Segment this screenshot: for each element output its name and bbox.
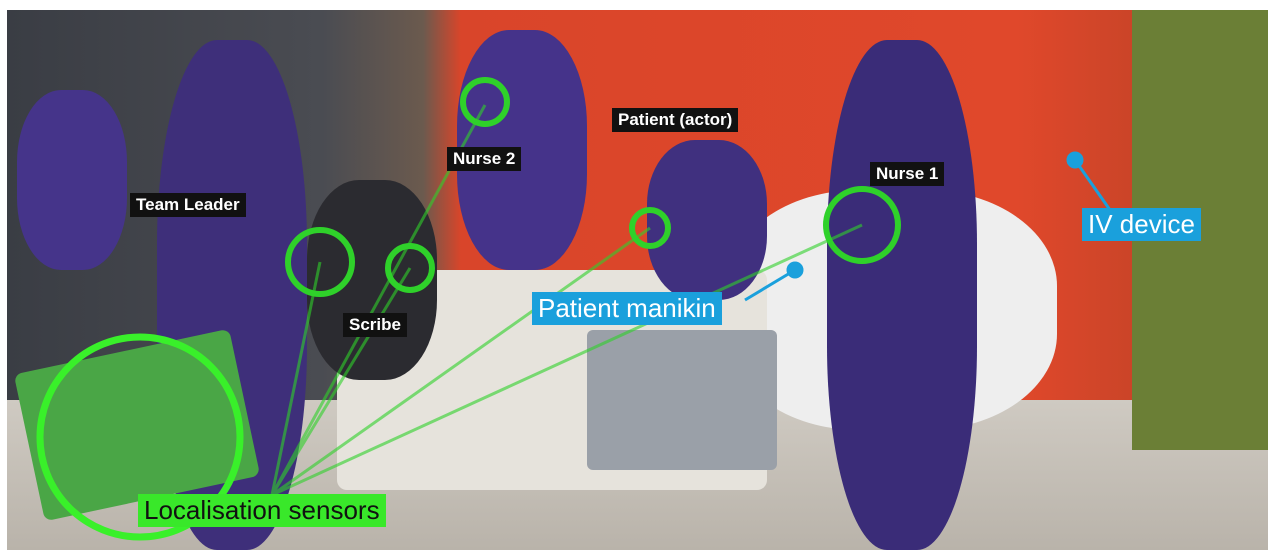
- label-localisation-sensors: Localisation sensors: [138, 494, 386, 527]
- sensor-board-circle: [36, 333, 244, 541]
- pointer-patient-manikin: [744, 268, 796, 302]
- sensor-line: [270, 261, 322, 496]
- sensor-circle-nurse-2: [460, 77, 510, 127]
- person-scribe: [307, 180, 437, 380]
- sensor-circle-team-leader: [285, 227, 355, 297]
- label-patient-manikin: Patient manikin: [532, 292, 722, 325]
- sensor-circle-nurse-1: [823, 186, 901, 264]
- label-nurse-2: Nurse 2: [447, 147, 522, 171]
- person-background: [17, 90, 127, 270]
- label-nurse-1: Nurse 1: [870, 162, 945, 186]
- person-nurse-1: [827, 40, 977, 550]
- sensor-circle-patient-actor: [629, 207, 671, 249]
- label-iv-device: IV device: [1082, 208, 1201, 241]
- laptop: [587, 330, 777, 470]
- pointer-iv-device: [1073, 159, 1112, 211]
- sensor-line: [270, 267, 412, 496]
- label-team-leader: Team Leader: [130, 193, 246, 217]
- label-patient-actor: Patient (actor): [612, 108, 739, 132]
- label-scribe: Scribe: [343, 313, 407, 337]
- sensor-line: [271, 223, 863, 497]
- sensor-circle-scribe: [385, 243, 435, 293]
- sensor-line: [271, 226, 651, 497]
